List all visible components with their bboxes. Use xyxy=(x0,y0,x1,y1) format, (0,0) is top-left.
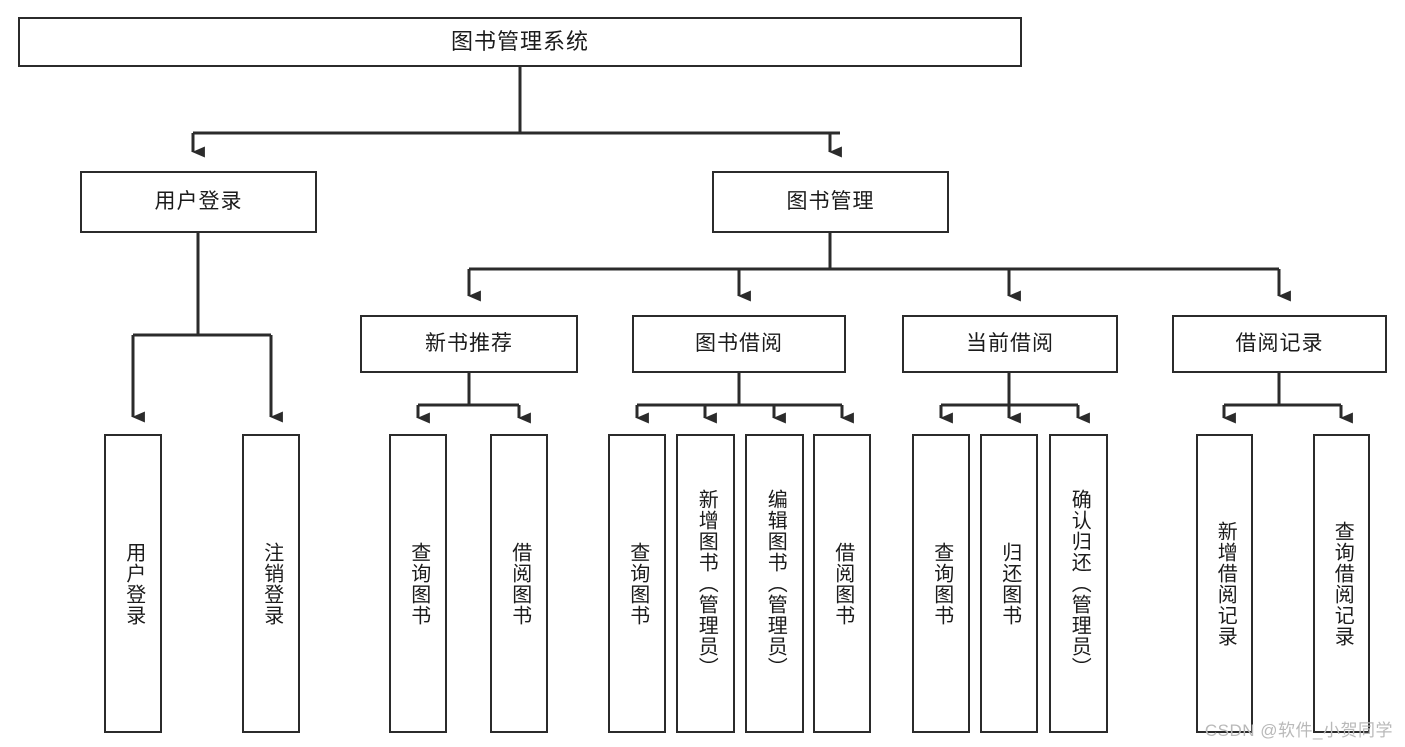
node-leaf-borrow-book-2-label: 借阅图书 xyxy=(831,541,854,626)
node-leaf-borrow-book-1-label: 借阅图书 xyxy=(508,541,531,626)
node-user-login[interactable]: 用户登录 xyxy=(80,171,317,233)
node-leaf-add-book[interactable]: 新增图书（管理员） xyxy=(676,434,735,733)
node-leaf-query-book-2-label: 查询图书 xyxy=(626,541,649,626)
node-leaf-query-book-1-label: 查询图书 xyxy=(407,541,430,626)
node-leaf-user-login[interactable]: 用户登录 xyxy=(104,434,162,733)
node-leaf-edit-book-label: 编辑图书（管理员） xyxy=(764,489,787,678)
node-leaf-query-book-3-label: 查询图书 xyxy=(930,541,953,626)
node-root-label: 图书管理系统 xyxy=(450,28,589,54)
node-leaf-add-book-label: 新增图书（管理员） xyxy=(695,489,718,678)
node-leaf-query-record-label: 查询借阅记录 xyxy=(1331,520,1354,647)
node-leaf-confirm-return[interactable]: 确认归还（管理员） xyxy=(1049,434,1108,733)
node-leaf-add-record-label: 新增借阅记录 xyxy=(1214,520,1237,647)
node-book-management[interactable]: 图书管理 xyxy=(712,171,949,233)
watermark-text: CSDN @软件_小贺同学 xyxy=(1204,721,1393,740)
node-new-book-recommend[interactable]: 新书推荐 xyxy=(360,315,578,373)
node-leaf-query-book-3[interactable]: 查询图书 xyxy=(912,434,970,733)
node-book-borrow-label: 图书借阅 xyxy=(695,332,783,356)
node-current-borrow[interactable]: 当前借阅 xyxy=(902,315,1118,373)
node-leaf-user-logout-label: 注销登录 xyxy=(260,541,283,626)
node-leaf-query-book-1[interactable]: 查询图书 xyxy=(389,434,447,733)
node-leaf-return-book-label: 归还图书 xyxy=(998,541,1021,626)
node-leaf-confirm-return-label: 确认归还（管理员） xyxy=(1068,489,1091,678)
node-book-borrow[interactable]: 图书借阅 xyxy=(632,315,846,373)
node-borrow-record[interactable]: 借阅记录 xyxy=(1172,315,1387,373)
node-leaf-borrow-book-2[interactable]: 借阅图书 xyxy=(813,434,871,733)
node-user-login-label: 用户登录 xyxy=(154,190,243,214)
node-book-management-label: 图书管理 xyxy=(786,190,875,214)
node-new-book-recommend-label: 新书推荐 xyxy=(425,332,513,356)
node-leaf-return-book[interactable]: 归还图书 xyxy=(980,434,1038,733)
node-leaf-query-record[interactable]: 查询借阅记录 xyxy=(1313,434,1370,733)
node-leaf-edit-book[interactable]: 编辑图书（管理员） xyxy=(745,434,804,733)
node-leaf-query-book-2[interactable]: 查询图书 xyxy=(608,434,666,733)
node-current-borrow-label: 当前借阅 xyxy=(966,332,1054,356)
node-borrow-record-label: 借阅记录 xyxy=(1235,332,1324,356)
node-root[interactable]: 图书管理系统 xyxy=(18,17,1022,67)
node-leaf-borrow-book-1[interactable]: 借阅图书 xyxy=(490,434,548,733)
node-leaf-add-record[interactable]: 新增借阅记录 xyxy=(1196,434,1253,733)
node-leaf-user-login-label: 用户登录 xyxy=(122,541,145,626)
node-leaf-user-logout[interactable]: 注销登录 xyxy=(242,434,300,733)
